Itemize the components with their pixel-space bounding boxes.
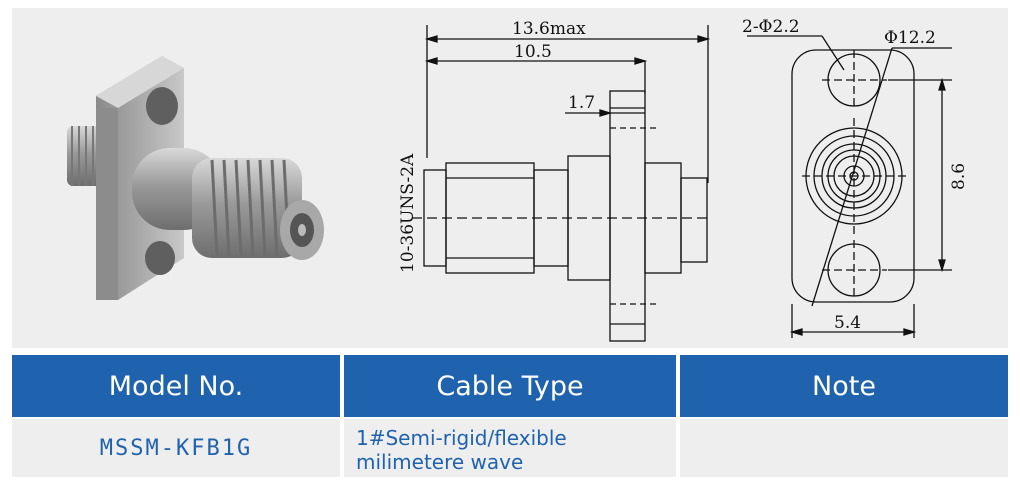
connector-render: [67, 56, 324, 300]
dim-overall-length: 13.6max: [512, 19, 586, 39]
dim-flange-width: 5.4: [834, 313, 861, 333]
front-view-drawing: [747, 35, 952, 338]
dim-flange-thickness: 1.7: [568, 93, 595, 113]
cell-note: [680, 419, 1008, 477]
dim-hole-spacing: 8.6: [949, 163, 969, 190]
side-view-drawing: [412, 25, 712, 342]
drawing-panel: 13.6max 10.5 1.7 10-36UNS-2A: [12, 8, 1008, 348]
cable-type-line2: milimetere wave: [356, 450, 524, 474]
header-cable-type: Cable Type: [344, 355, 676, 417]
cable-type-line1: 1#Semi-rigid/flexible: [356, 426, 567, 450]
cell-cable-type: 1#Semi-rigid/flexible milimetere wave: [344, 419, 676, 477]
dim-body-length: 10.5: [514, 42, 552, 62]
thread-spec: 10-36UNS-2A: [398, 153, 418, 273]
dim-hole-diameter: 2-Φ2.2: [742, 17, 800, 37]
header-model-no: Model No.: [12, 355, 340, 417]
header-note: Note: [680, 355, 1008, 417]
dim-circle-diameter: Φ12.2: [884, 28, 936, 48]
cell-model-no: MSSM-KFB1G: [12, 419, 340, 477]
technical-drawing: 13.6max 10.5 1.7 10-36UNS-2A: [67, 17, 969, 342]
